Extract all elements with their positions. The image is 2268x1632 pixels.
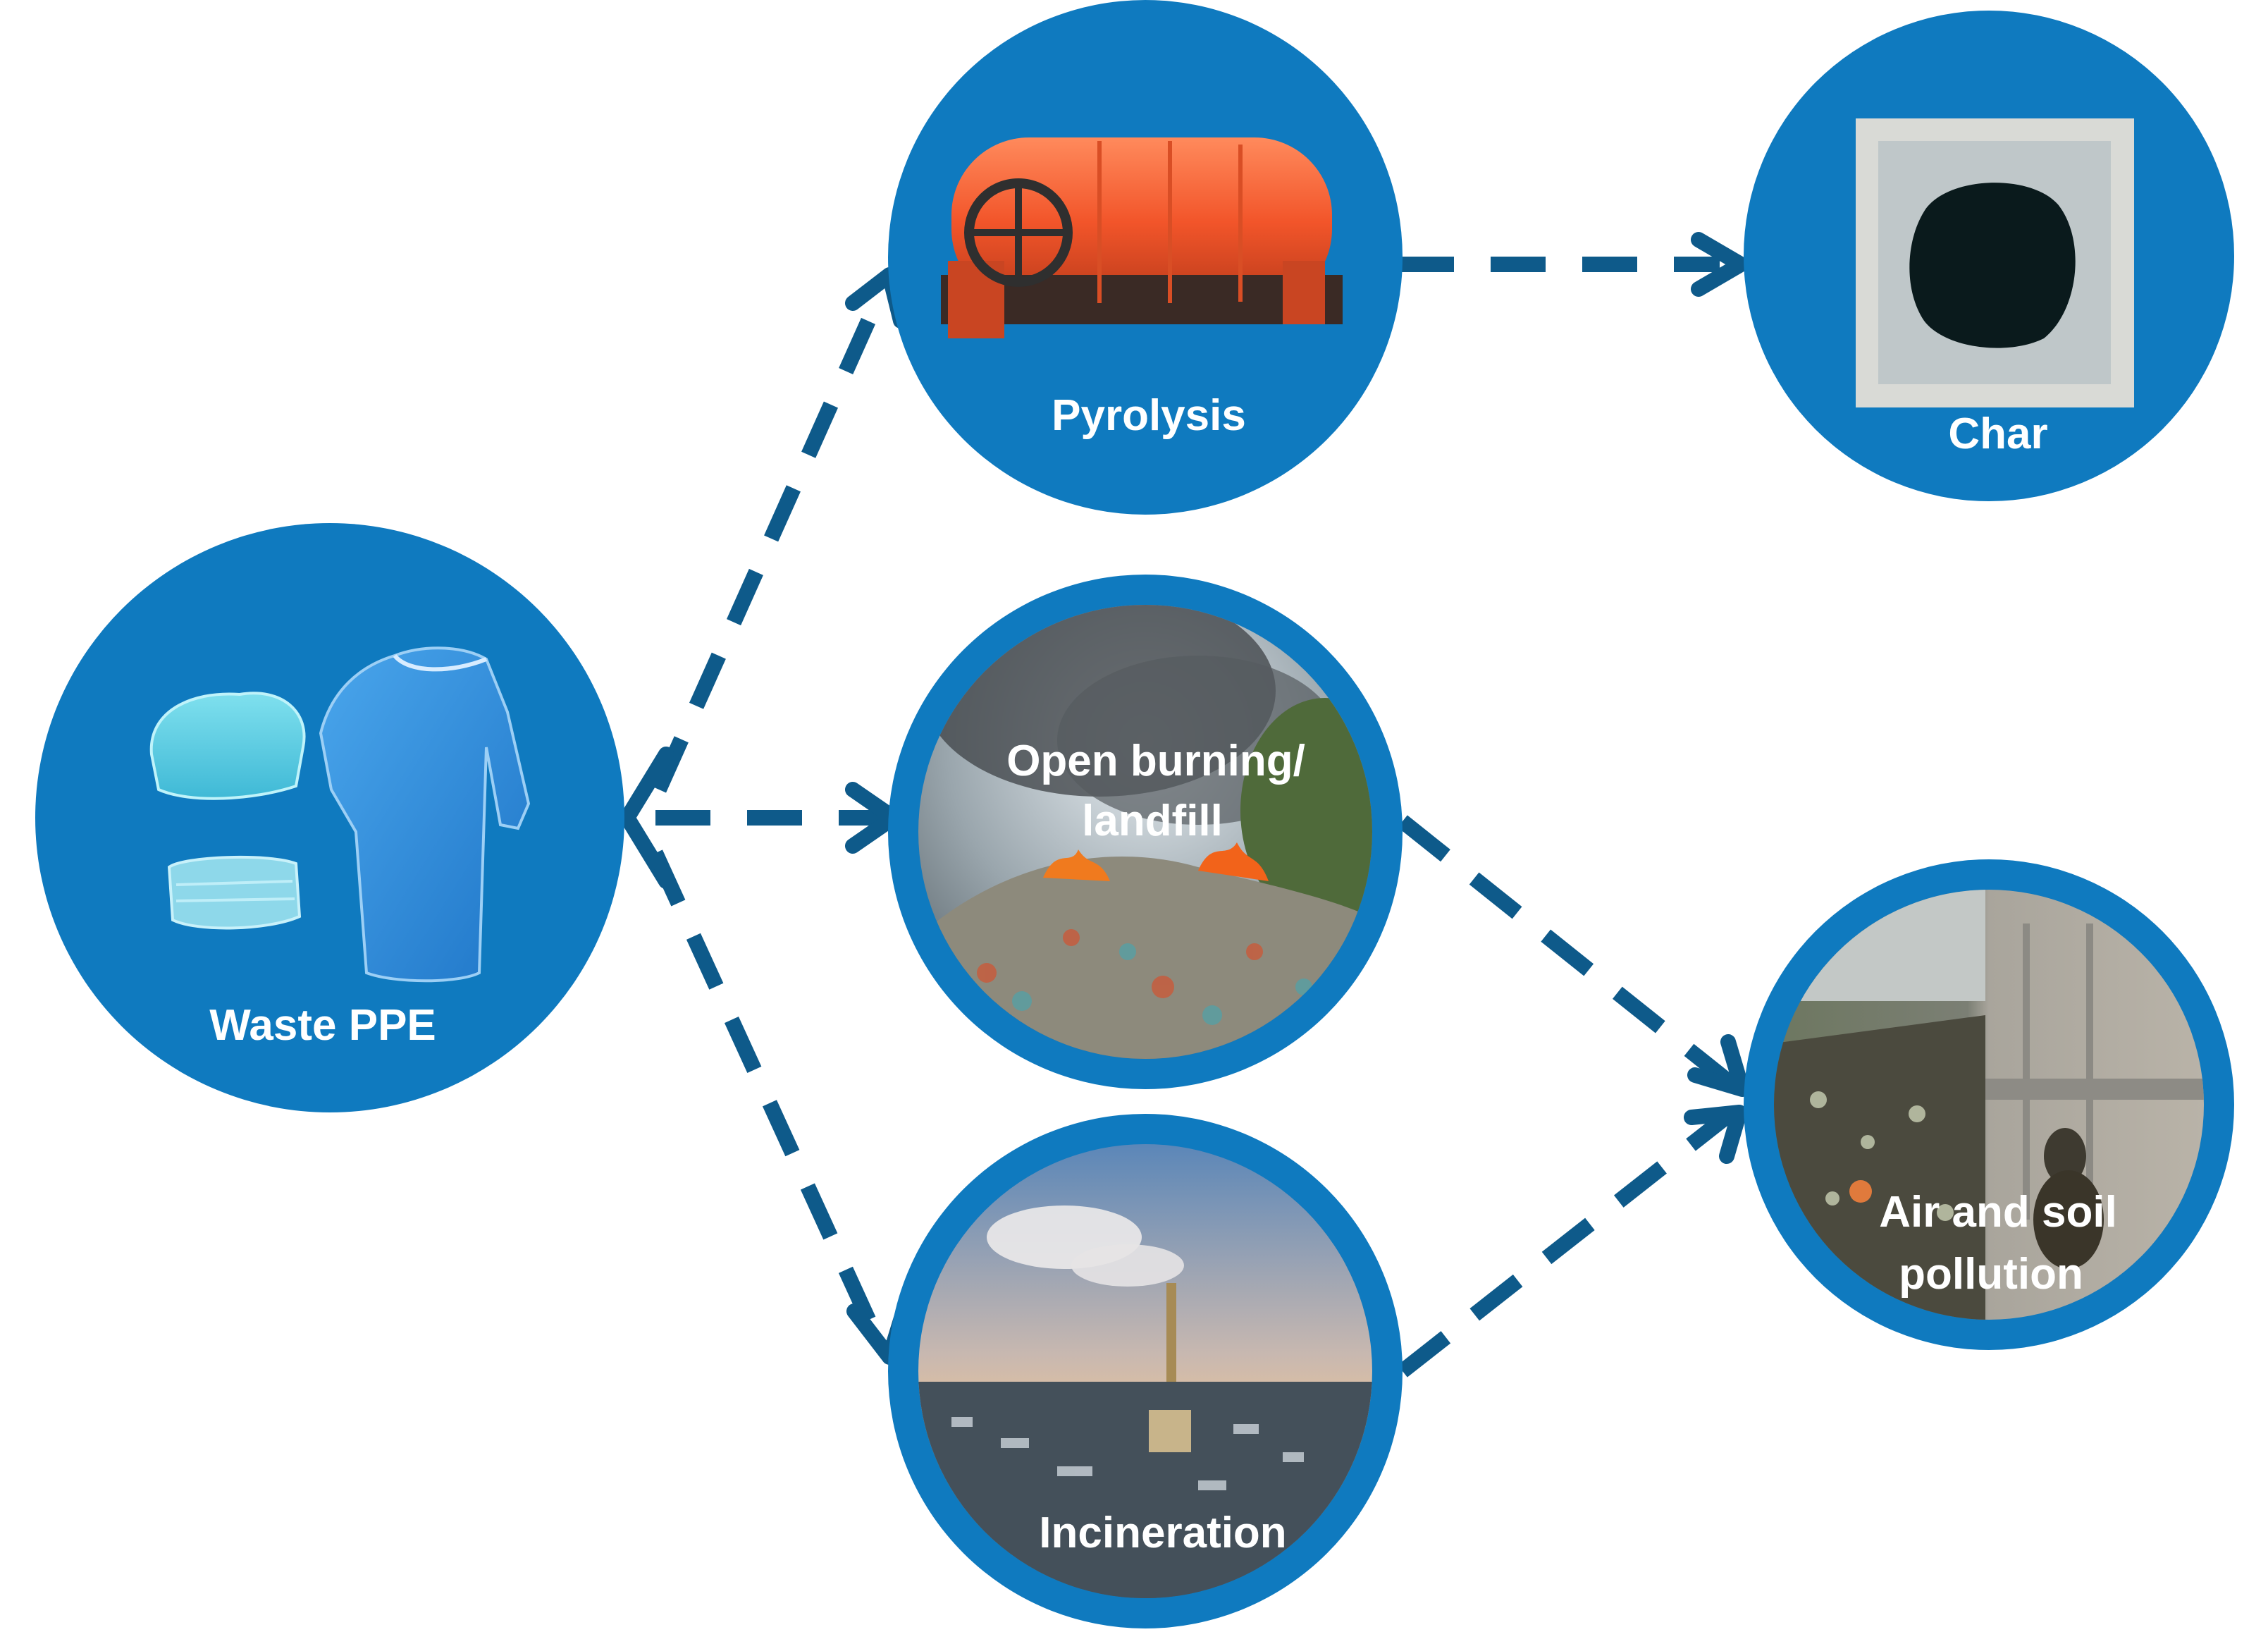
arrow-burning-to-pollution <box>1398 815 1739 1092</box>
node-char: Char <box>1744 11 2234 501</box>
incineration-label: Incineration <box>1039 1509 1286 1557</box>
open-burning-label-line2: landfill <box>1082 797 1223 845</box>
node-incineration: Incineration <box>888 1114 1403 1628</box>
open-burning-label-line1: Open burning/ <box>1006 737 1305 785</box>
arrowhead-pollution-top <box>1687 1034 1750 1097</box>
mask-icon <box>167 855 302 930</box>
waste-ppe-label: Waste PPE <box>209 1001 436 1050</box>
pyrolysis-reactor-icon <box>941 137 1343 338</box>
gown-icon <box>319 646 531 983</box>
cap-icon <box>149 692 306 800</box>
node-waste-ppe: Waste PPE <box>35 523 624 1112</box>
node-open-burning: Open burning/ landfill <box>888 575 1403 1089</box>
node-pollution: Air and soil pollution <box>1744 859 2234 1350</box>
arrow-waste-to-incineration <box>648 849 885 1343</box>
arrowhead-pollution-bottom <box>1684 1105 1747 1164</box>
pollution-label-line1: Air and soil <box>1879 1188 2117 1237</box>
arrow-waste-to-pyrolysis <box>651 289 889 793</box>
pollution-label-line2: pollution <box>1899 1250 2083 1299</box>
char-label: Char <box>1948 410 2047 458</box>
pyrolysis-label: Pyrolysis <box>1052 391 1246 440</box>
node-pyrolysis: Pyrolysis <box>888 0 1403 515</box>
char-powder <box>1909 183 2076 348</box>
arrow-incineration-to-pollution <box>1398 1108 1735 1378</box>
arrowhead-char <box>1691 232 1749 297</box>
